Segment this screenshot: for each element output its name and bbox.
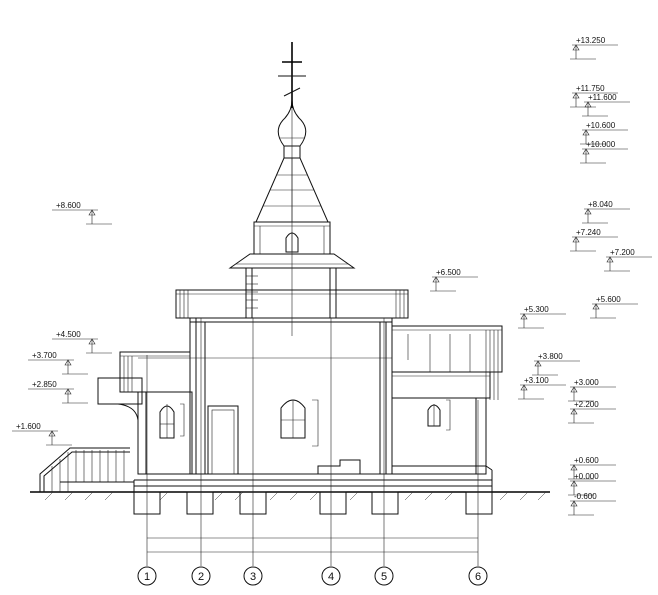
- axis-label: 1: [144, 571, 150, 583]
- elevation-label: +11.600: [588, 93, 617, 102]
- elevation-mark: +3.100: [518, 376, 566, 400]
- axis-bubble-1: 1: [137, 566, 157, 586]
- elevation-mark: +2.200: [568, 400, 616, 424]
- elevation-mark: +3.000: [568, 378, 616, 402]
- elevation-label: +7.200: [610, 248, 635, 257]
- elevation-mark: +1.600: [12, 422, 72, 446]
- axis-circle: [137, 566, 157, 586]
- elevation-mark: -0.600: [568, 492, 616, 516]
- elevation-mark: +8.040: [582, 200, 630, 224]
- elevation-label: +0.600: [574, 456, 599, 465]
- axis-circle: [191, 566, 211, 586]
- elevation-mark: +7.200: [604, 248, 652, 272]
- axis-circle: [321, 566, 341, 586]
- elevation-marks: +8.600 +4.500 +3.700 +2.850 +1.600 +13.250 +11…: [12, 36, 652, 516]
- elevation-label: +6.500: [436, 268, 461, 277]
- elevation-label: +10.000: [586, 140, 616, 149]
- axis-circle: [374, 566, 394, 586]
- elevation-mark: +2.850: [28, 380, 88, 404]
- elevation-mark: +6.500: [430, 268, 478, 292]
- elevation-label: +10.600: [586, 121, 616, 130]
- axis-bubbles: 1 2 3 4 5 6: [137, 566, 488, 586]
- elevation-mark: +4.500: [52, 330, 112, 354]
- elevation-mark: +13.250: [570, 36, 618, 60]
- elevation-label: +2.200: [574, 400, 599, 409]
- elevation-label: +5.600: [596, 295, 621, 304]
- axis-label: 3: [250, 571, 256, 583]
- elevation-label: +5.300: [524, 305, 549, 314]
- elevation-label: +2.850: [32, 380, 57, 389]
- left-annex: [97, 351, 193, 475]
- elevation-label: +1.600: [16, 422, 41, 431]
- axis-label: 5: [381, 571, 387, 583]
- elevation-mark: +5.600: [590, 295, 638, 319]
- elevation-label: +11.750: [576, 84, 605, 93]
- elevation-label: +3.000: [574, 378, 599, 387]
- axis-label: 2: [198, 571, 204, 583]
- ground-line: [30, 491, 550, 501]
- axis-grid: [146, 318, 479, 566]
- axis-circle: [243, 566, 263, 586]
- elevation-label: +13.250: [576, 36, 606, 45]
- elevation-mark: +0.000: [568, 472, 616, 496]
- right-annex: [391, 325, 503, 475]
- elevation-mark: +0.600: [568, 456, 616, 480]
- elevation-mark: +10.600: [580, 121, 628, 145]
- entrance-stairs: [39, 447, 134, 492]
- elevation-label: +3.100: [524, 376, 549, 385]
- elevation-label: +3.800: [538, 352, 563, 361]
- axis-bubble-5: 5: [374, 566, 394, 586]
- elevation-label: +8.040: [588, 200, 613, 209]
- elevation-mark: +3.800: [532, 352, 580, 376]
- elevation-label: -0.600: [574, 492, 597, 501]
- elevation-label: +0.000: [574, 472, 599, 481]
- axis-bubble-3: 3: [243, 566, 263, 586]
- elevation-mark: +10.000: [580, 140, 628, 164]
- axis-label: 4: [328, 571, 334, 583]
- axis-bubble-6: 6: [468, 566, 488, 586]
- axis-label: 6: [475, 571, 481, 583]
- elevation-label: +8.600: [56, 201, 81, 210]
- elevation-mark: +11.750: [570, 84, 618, 108]
- elevation-label: +7.240: [576, 228, 601, 237]
- elevation-mark: +7.240: [570, 228, 618, 252]
- elevation-mark: +8.600: [52, 201, 112, 225]
- elevation-label: +3.700: [32, 351, 57, 360]
- elevation-label: +4.500: [56, 330, 81, 339]
- axis-circle: [468, 566, 488, 586]
- axis-bubble-2: 2: [191, 566, 211, 586]
- drum-and-spire: [228, 42, 356, 336]
- elevation-mark: +5.300: [518, 305, 566, 329]
- elevation-mark: +3.700: [28, 351, 88, 375]
- axis-bubble-4: 4: [321, 566, 341, 586]
- elevation-mark: +11.600: [582, 93, 630, 117]
